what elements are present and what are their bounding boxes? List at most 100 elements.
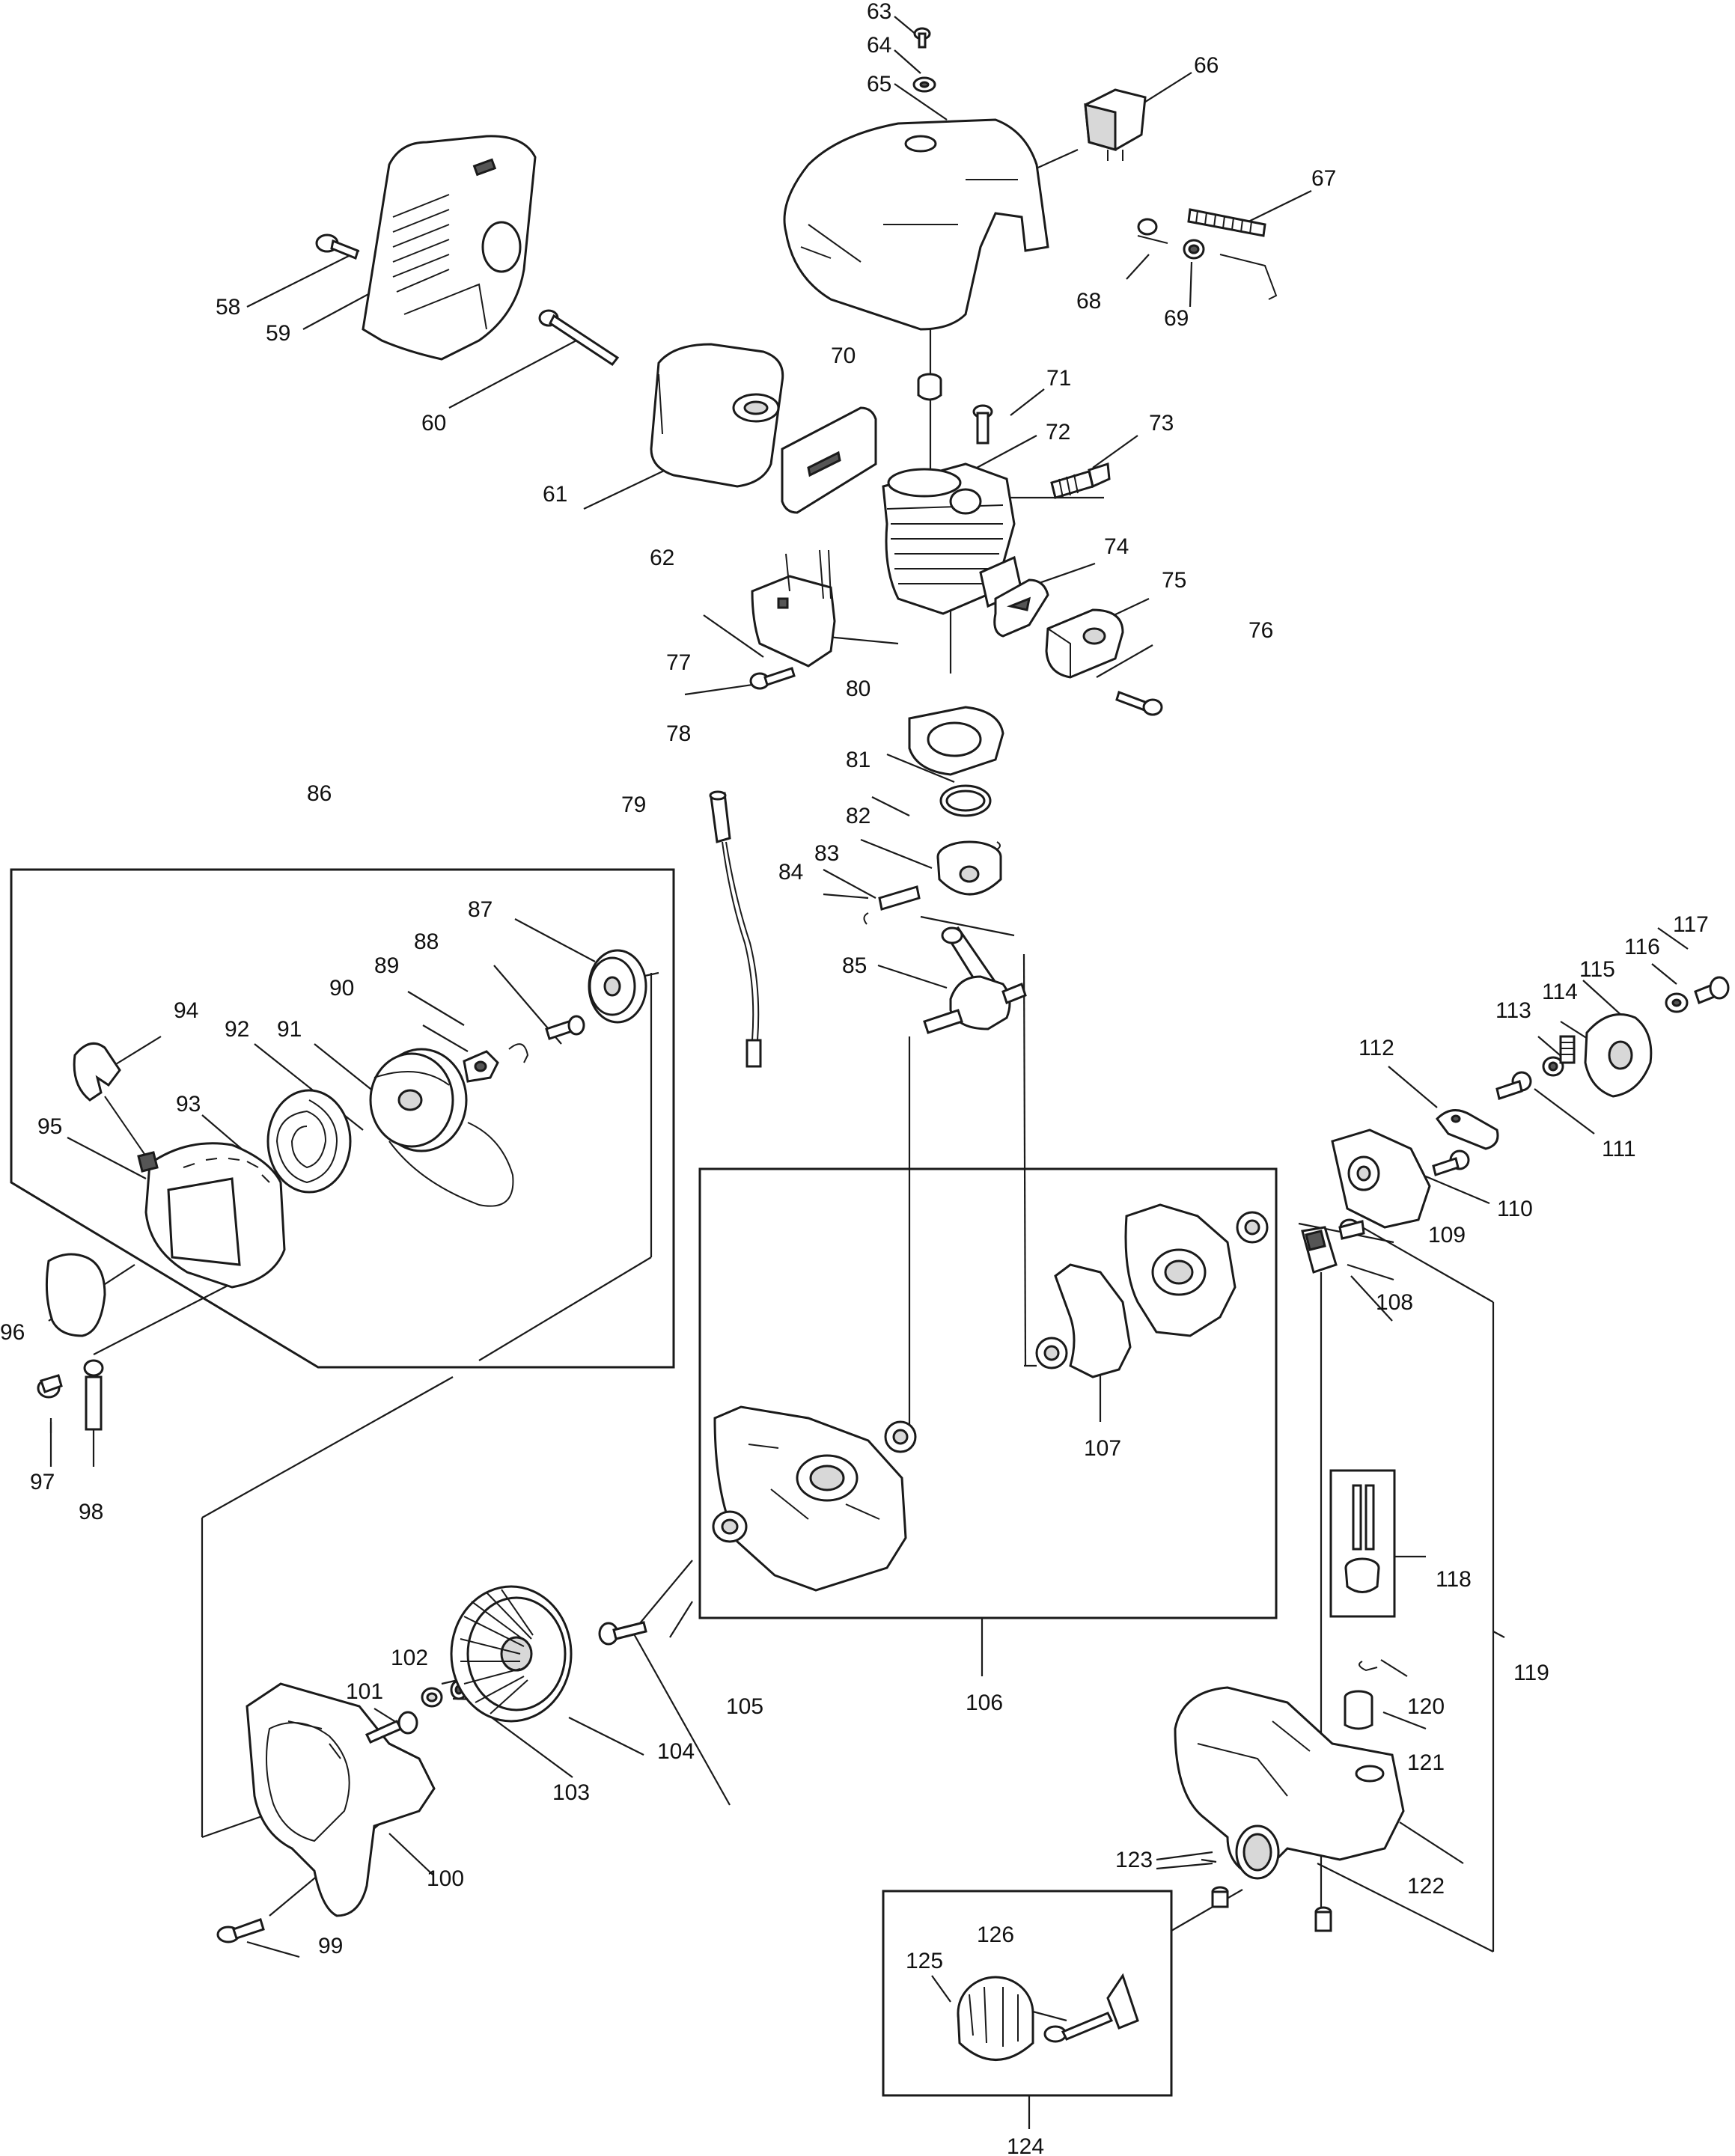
callout-70: 70	[831, 343, 856, 368]
bearing-107-part	[1035, 1337, 1068, 1369]
callout-114: 114	[1542, 980, 1578, 1004]
callout-89: 89	[374, 953, 399, 978]
callout-121: 121	[1407, 1750, 1445, 1775]
spring-114-part	[1559, 1035, 1576, 1064]
bolt-76-part	[1115, 691, 1163, 716]
part-108	[1301, 1226, 1338, 1274]
muffler-cover-part	[362, 135, 537, 361]
ratchet-90-part	[463, 1050, 499, 1083]
callout-88: 88	[414, 929, 439, 954]
callout-109: 109	[1428, 1223, 1466, 1248]
part-drawings	[37, 27, 1730, 2061]
callout-115: 115	[1579, 957, 1615, 982]
screw-63-part	[913, 27, 931, 49]
crankshaft-part	[923, 926, 1027, 1034]
callout-95: 95	[37, 1114, 62, 1139]
callout-73: 73	[1149, 411, 1174, 436]
callout-98: 98	[79, 1500, 103, 1524]
strainer-126-part	[1043, 1973, 1139, 2043]
nipple-123-part	[1211, 1886, 1229, 1908]
insulator-gasket-part	[993, 578, 1049, 638]
callout-79: 79	[621, 793, 646, 817]
callout-60: 60	[421, 411, 446, 436]
callout-86: 86	[307, 781, 332, 806]
callout-63: 63	[867, 0, 891, 24]
plate-112-part	[1436, 1109, 1499, 1150]
crankcase-group-box	[698, 1167, 1278, 1619]
callout-64: 64	[867, 33, 891, 58]
stop-switch-part	[1084, 88, 1147, 161]
cylinder-cover-part	[783, 118, 1049, 331]
fuel-filter-kit-part	[1344, 1484, 1380, 1593]
starter-pulley-part	[588, 949, 647, 1024]
callout-92: 92	[225, 1017, 249, 1042]
callout-112: 112	[1359, 1036, 1394, 1060]
callout-100: 100	[427, 1866, 464, 1891]
nipple-124-part	[1314, 1906, 1332, 1932]
crankcase-right-part	[1124, 1203, 1237, 1337]
fuel-filter-kit-box	[1329, 1469, 1396, 1618]
callout-126: 126	[977, 1923, 1014, 1947]
recoil-starter-group-box	[10, 868, 675, 1369]
crankcase-gasket-part	[1054, 1263, 1132, 1378]
callout-117: 117	[1673, 912, 1709, 937]
starter-case-part	[137, 1142, 286, 1289]
washer-113-part	[1542, 1056, 1564, 1077]
callout-123: 123	[1115, 1848, 1153, 1872]
bolt-110-part	[1432, 1149, 1470, 1176]
clutch-housing-part	[1331, 1129, 1431, 1229]
screw-99-part	[216, 1918, 265, 1943]
bolt-101-part	[365, 1711, 418, 1744]
callout-59: 59	[266, 321, 290, 346]
clip-120-part	[1359, 1661, 1378, 1672]
starter-handle-part	[73, 1042, 147, 1157]
spark-plug-part	[1050, 462, 1111, 499]
callout-122: 122	[1407, 1874, 1445, 1899]
spark-plug-cap-part	[709, 790, 762, 1068]
callout-83: 83	[814, 841, 839, 866]
insulator-part	[1045, 608, 1124, 679]
piston-ring-part	[939, 784, 992, 817]
callout-118: 118	[1436, 1567, 1472, 1592]
bearing-right-part	[1236, 1211, 1269, 1244]
callout-96: 96	[0, 1320, 25, 1345]
bolt-60-part	[538, 309, 620, 367]
callout-108: 108	[1376, 1290, 1413, 1315]
callout-62: 62	[650, 546, 674, 570]
muffler-part	[650, 343, 784, 488]
callout-66: 66	[1194, 53, 1219, 78]
callout-106: 106	[966, 1691, 1003, 1715]
bolt-88-part	[545, 1015, 585, 1040]
part-69	[1183, 239, 1278, 300]
rope-reel-part	[369, 1048, 468, 1152]
callout-119: 119	[1513, 1661, 1549, 1685]
callout-69: 69	[1164, 306, 1189, 331]
callout-77: 77	[666, 650, 691, 675]
cylinder-gasket-part	[908, 706, 1004, 776]
ignition-coil-part	[751, 549, 836, 668]
bearing-left-part	[712, 1510, 748, 1543]
callout-111: 111	[1602, 1137, 1636, 1161]
callout-113: 113	[1495, 998, 1531, 1023]
clip-84-part	[863, 912, 869, 925]
bolt-71-part	[972, 404, 993, 445]
bolt-117-part	[1694, 976, 1730, 1004]
recoil-spring-part	[266, 1089, 352, 1194]
leader-lines	[48, 16, 1689, 2129]
callout-101: 101	[346, 1679, 383, 1704]
pad-96-part	[45, 1253, 106, 1337]
flywheel-part	[450, 1585, 573, 1723]
callout-102: 102	[391, 1646, 428, 1670]
fuel-filter-121-part	[1344, 1690, 1373, 1730]
callout-103: 103	[552, 1780, 590, 1805]
bolt-58-part	[315, 233, 359, 260]
nut-102-part	[421, 1687, 443, 1708]
callout-71: 71	[1046, 366, 1071, 391]
callout-91: 91	[277, 1017, 302, 1042]
callout-97: 97	[30, 1470, 55, 1494]
callout-65: 65	[867, 72, 891, 97]
nipple-part	[1338, 1218, 1365, 1240]
screw-97-part	[37, 1374, 63, 1399]
